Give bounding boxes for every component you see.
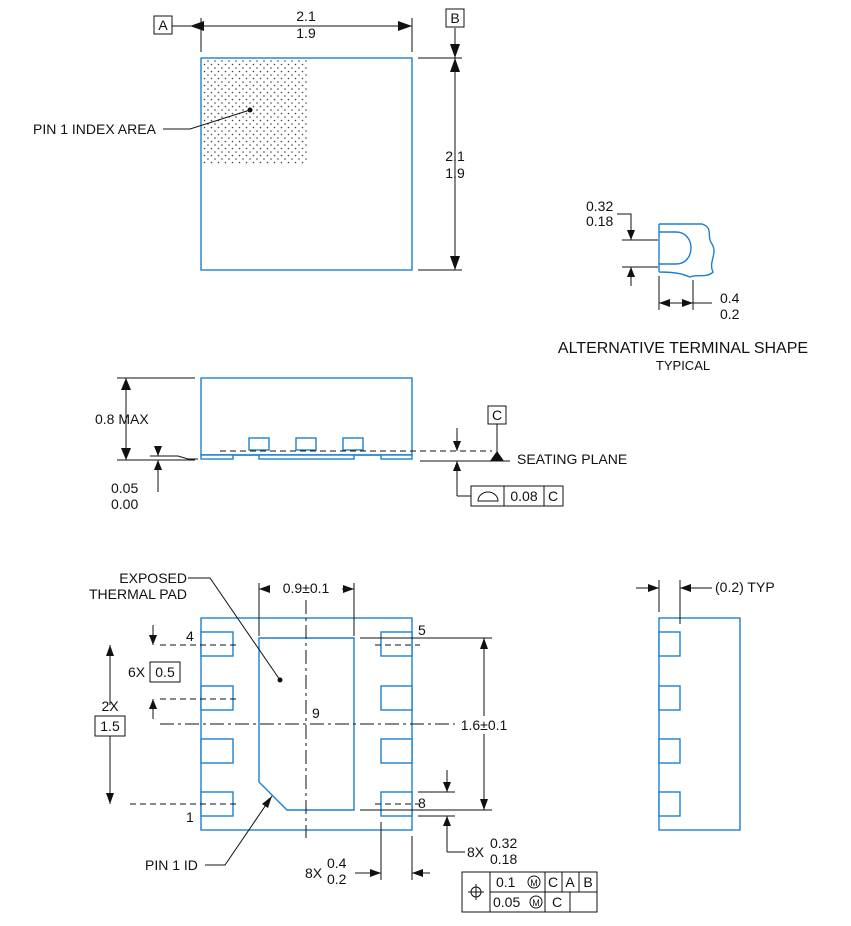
terminal-detail-title: ALTERNATIVE TERMINAL SHAPE [558, 340, 808, 357]
datum-c-label: C [492, 407, 502, 423]
top-width-min: 1.9 [296, 25, 316, 41]
pin1-index-label: PIN 1 INDEX AREA [33, 121, 157, 137]
pitch-value: 0.5 [155, 664, 175, 680]
span-basic-box [94, 715, 126, 737]
terminal-detail-subtitle: TYPICAL [656, 358, 710, 373]
mmc-icon-2 [529, 895, 543, 909]
top-height-min: 1.9 [445, 165, 465, 181]
pitch-count: 6X [128, 664, 146, 680]
standoff-min: 0.00 [111, 496, 138, 512]
lead-length-max: 0.4 [327, 855, 347, 871]
lead-width-max: 0.32 [490, 835, 517, 851]
top-view: A 2.1 1.9 B 2.1 1.9 PIN 1 INDEX AREA [33, 8, 465, 271]
fcf-row2-datum: C [552, 894, 562, 910]
typ-dim-label: (0.2) TYP [715, 579, 775, 595]
fcf-row1-datum-2: A [565, 874, 575, 890]
standoff-max: 0.05 [111, 480, 138, 496]
pin-4-label: 4 [186, 628, 194, 644]
terminal-length-min: 0.2 [720, 306, 740, 322]
lead-length-min: 0.2 [327, 871, 347, 887]
pad-height-dim: 1.6±0.1 [461, 717, 508, 733]
datum-b-box [445, 8, 465, 28]
pin1-index-area [202, 59, 307, 164]
pin-8-label: 8 [418, 795, 426, 811]
pin1-id-label: PIN 1 ID [145, 857, 198, 873]
span-count: 2X [101, 698, 119, 714]
flatness-datum: C [548, 488, 558, 504]
fcf-row2-tol: 0.05 [493, 894, 520, 910]
bottom-view: 0.9±0.1 1.6±0.1 EXPOSED THERMAL PAD 6X 0… [89, 570, 598, 913]
exposed-pad-label-2: THERMAL PAD [89, 586, 187, 602]
pad-width-dim: 0.9±0.1 [283, 580, 330, 596]
pin-5-label: 5 [418, 622, 426, 638]
svg-text:M: M [530, 878, 538, 888]
pitch-basic-box [149, 661, 181, 683]
lead-width-min: 0.18 [490, 851, 517, 867]
side-view: 0.8 MAX 0.05 0.00 C SEATING PLANE 0.08 C [95, 377, 627, 512]
terminal-shape [658, 223, 715, 278]
right-side-view: (0.2) TYP [636, 579, 775, 831]
flatness-value: 0.08 [510, 488, 537, 504]
flatness-symbol-icon [477, 491, 499, 502]
datum-a-box [153, 15, 173, 35]
lead-length-count: 8X [305, 865, 323, 881]
terminal-width-min: 0.18 [586, 213, 613, 229]
span-value: 1.5 [100, 718, 120, 734]
terminal-width-max: 0.32 [586, 198, 613, 214]
fcf-row1-datum-3: B [583, 874, 592, 890]
pin-1-label: 1 [186, 809, 194, 825]
terminal-detail: 0.32 0.18 0.4 0.2 ALTERNATIVE TERMINAL S… [558, 198, 808, 373]
exposed-pad-label-1: EXPOSED [119, 570, 187, 586]
terminal-length-max: 0.4 [720, 290, 740, 306]
fcf-row1-tol: 0.1 [496, 874, 516, 890]
datum-a-label: A [158, 17, 168, 33]
top-height-max: 2.1 [445, 148, 465, 164]
datum-b-label: B [450, 10, 459, 26]
pin-9-label: 9 [312, 705, 320, 721]
exposed-thermal-pad [258, 637, 355, 811]
side-height-label: 0.8 MAX [95, 411, 149, 427]
top-width-max: 2.1 [296, 8, 316, 24]
svg-text:M: M [532, 898, 540, 908]
mmc-icon-1 [527, 875, 541, 889]
seating-plane-label: SEATING PLANE [517, 451, 627, 467]
lead-width-count: 8X [467, 844, 485, 860]
fcf-row1-datum-1: C [548, 874, 558, 890]
